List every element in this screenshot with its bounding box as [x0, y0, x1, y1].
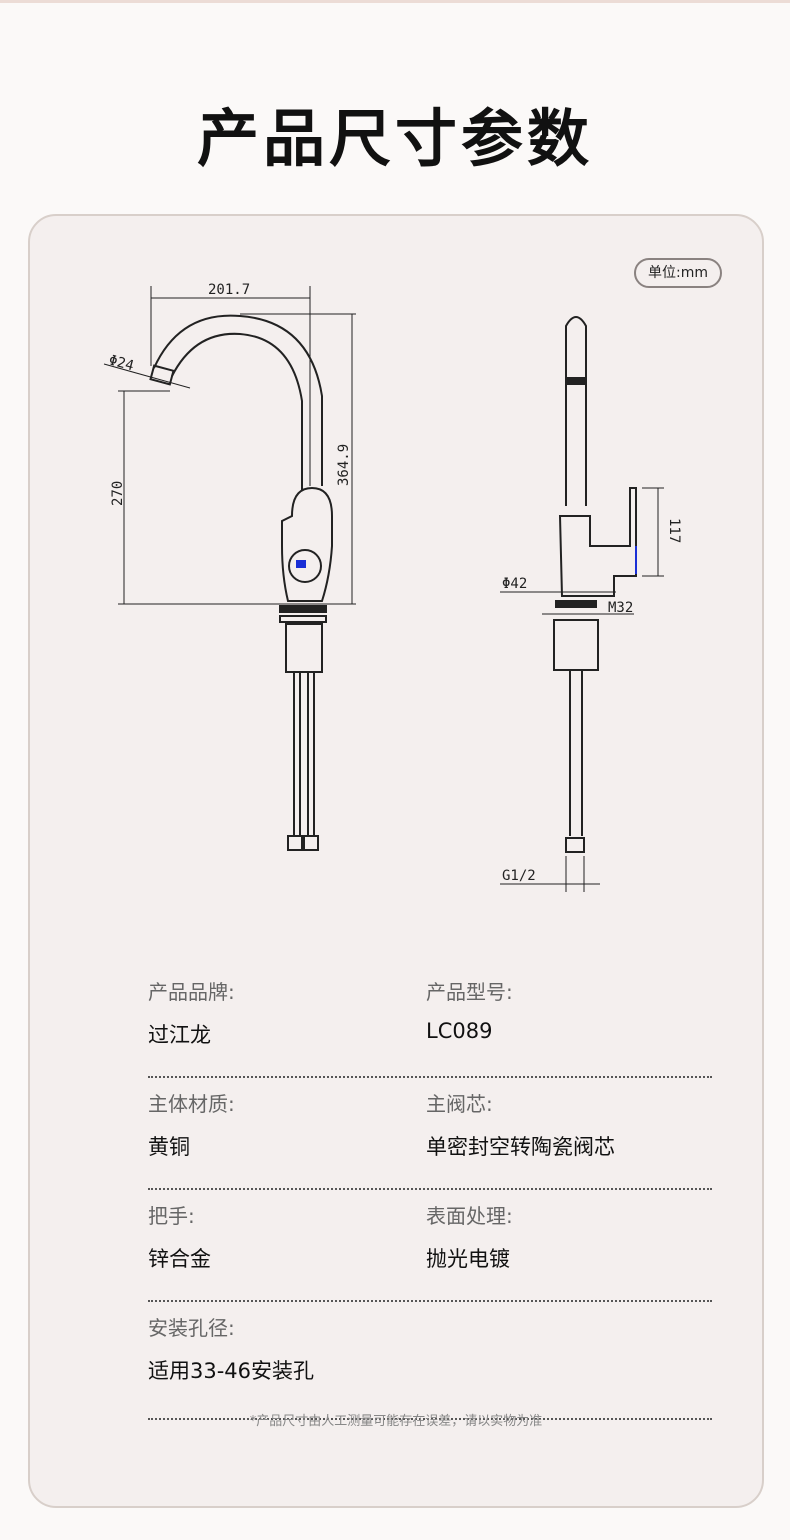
faucet-drawings: 201.7 Φ24 270 364.9 Φ42 M32 117 — [103, 282, 682, 892]
dim-spout-height: 270 — [110, 481, 126, 506]
dimension-card: 单位:mm 201.7 Φ24 2 — [28, 214, 764, 1508]
spec-value: 黄铜 — [148, 1135, 190, 1159]
front-view-drawing — [103, 286, 356, 851]
dim-thread: M32 — [608, 600, 633, 616]
footnote: *产品尺寸由人工测量可能存在误差，请以实物为准 — [249, 1414, 543, 1429]
dim-spout-diameter: Φ24 — [107, 352, 136, 374]
spec-label: 表面处理: — [426, 1204, 513, 1228]
spec-value: 适用33-46安装孔 — [148, 1359, 315, 1383]
spec-label: 把手: — [148, 1204, 195, 1228]
spec-row: 把手: 锌合金 表面处理: 抛光电镀 — [148, 1190, 712, 1302]
unit-badge: 单位:mm — [634, 258, 722, 288]
top-divider — [0, 0, 790, 3]
spec-row: 产品品牌: 过江龙 产品型号: LC089 — [148, 966, 712, 1078]
page-title: 产品尺寸参数 — [196, 102, 593, 175]
spec-value: LC089 — [426, 1019, 493, 1043]
spec-row: 安装孔径: 适用33-46安装孔 — [148, 1302, 712, 1420]
spec-value: 抛光电镀 — [426, 1247, 510, 1271]
spec-label: 主体材质: — [148, 1092, 235, 1116]
spec-value: 单密封空转陶瓷阀芯 — [426, 1135, 615, 1159]
spec-label: 产品型号: — [426, 980, 513, 1004]
dim-base-diameter: Φ42 — [502, 576, 527, 592]
spec-label: 产品品牌: — [148, 980, 235, 1004]
spec-label: 安装孔径: — [148, 1316, 235, 1340]
side-view-drawing — [500, 316, 664, 892]
spec-value: 锌合金 — [148, 1247, 211, 1271]
dim-inlet: G1/2 — [502, 868, 536, 884]
spec-value: 过江龙 — [148, 1023, 211, 1047]
dim-width: 201.7 — [208, 282, 250, 298]
spec-label: 主阀芯: — [426, 1092, 493, 1116]
spec-table: 产品品牌: 过江龙 产品型号: LC089 主体材质: 黄铜 主阀芯: 单密封空转陶瓷阀… — [148, 966, 712, 1420]
spec-row: 主体材质: 黄铜 主阀芯: 单密封空转陶瓷阀芯 — [148, 1078, 712, 1190]
dim-handle-height: 117 — [666, 518, 682, 543]
dim-total-height: 364.9 — [336, 444, 352, 486]
